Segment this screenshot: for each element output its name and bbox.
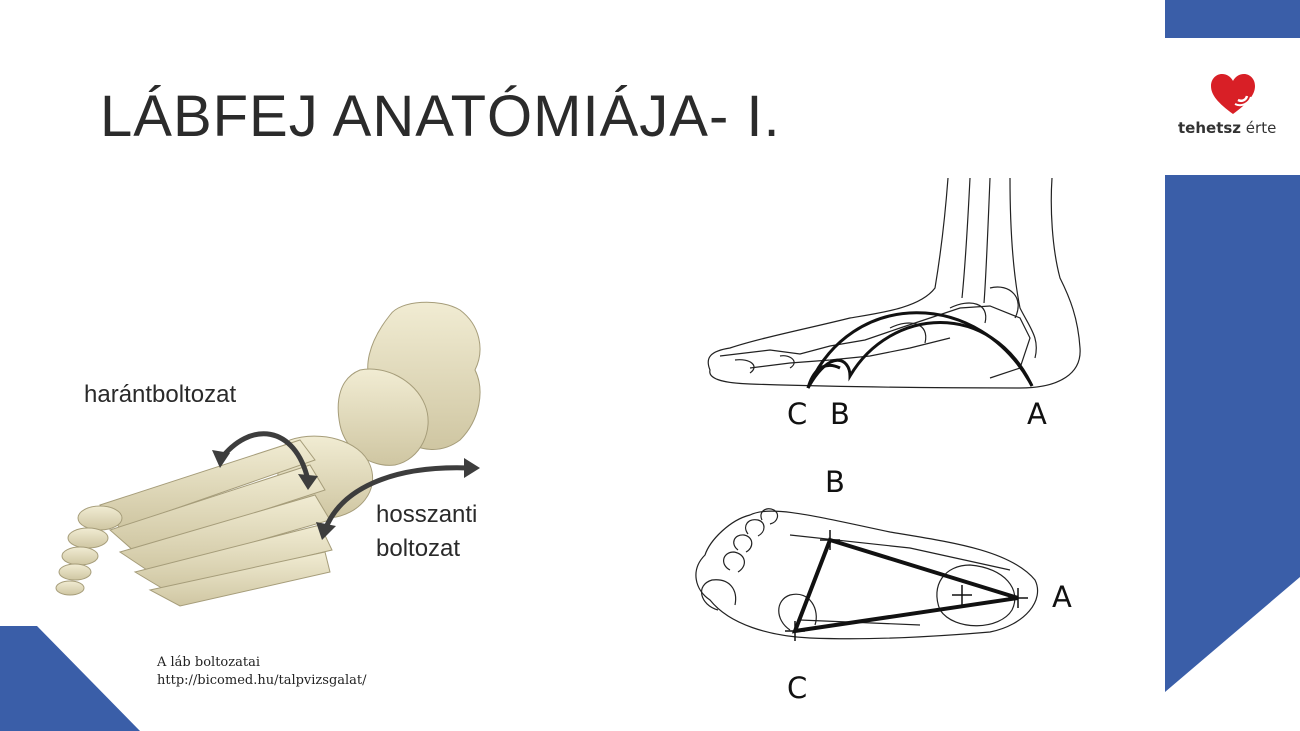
arch-triangle — [791, 537, 1019, 634]
arch-curves — [806, 311, 1034, 389]
reference-crosses — [785, 530, 1028, 641]
arrowhead-transverse-icon — [212, 450, 230, 468]
logo-name-bold: tehetsz — [1178, 119, 1242, 137]
foot-top-view-diagram: B A C — [695, 465, 1072, 705]
top-point-b: B — [825, 465, 845, 499]
foot-side-outline — [707, 178, 1081, 389]
transverse-arch-label: harántboltozat — [84, 381, 236, 408]
skeleton-labels: harántboltozat hosszanti boltozat — [84, 381, 477, 562]
image-caption: A láb boltozatai http://bicomed.hu/talpv… — [157, 654, 367, 690]
heart-logo-icon — [1211, 74, 1255, 114]
top-right-blue-block — [1165, 0, 1300, 38]
logo — [1170, 70, 1295, 145]
longitudinal-arch-label-line2: boltozat — [376, 535, 460, 562]
side-point-b: B — [830, 397, 850, 431]
foot-side-view-diagram: C B A — [707, 178, 1081, 431]
logo-name-rest: érte — [1241, 119, 1277, 137]
arrowhead-longitudinal-end-icon — [464, 458, 480, 478]
arrowhead-transverse-end-icon — [298, 474, 318, 490]
arrowhead-longitudinal-icon — [316, 522, 336, 540]
longitudinal-arch-label-line1: hosszanti — [376, 501, 477, 528]
right-blue-panel — [1165, 175, 1300, 692]
logo-text: tehetsz érte — [1178, 119, 1276, 137]
foot-skeleton-illustration — [55, 301, 481, 607]
side-point-c: C — [787, 397, 807, 431]
caption-title: A láb boltozatai — [157, 655, 260, 670]
arch-arrows — [218, 431, 471, 531]
side-point-a: A — [1027, 397, 1047, 431]
transverse-arch-arrow-icon — [218, 431, 311, 481]
top-point-a: A — [1052, 580, 1072, 614]
page-title: LÁBFEJ ANATÓMIÁJA- I. — [100, 84, 781, 149]
foot-bones — [55, 301, 481, 607]
caption-source-url: http://bicomed.hu/talpvizsgalat/ — [157, 673, 367, 688]
longitudinal-arch-arrow-icon — [322, 465, 471, 531]
top-point-c: C — [787, 671, 807, 705]
bottom-left-blue-triangle — [0, 626, 140, 731]
